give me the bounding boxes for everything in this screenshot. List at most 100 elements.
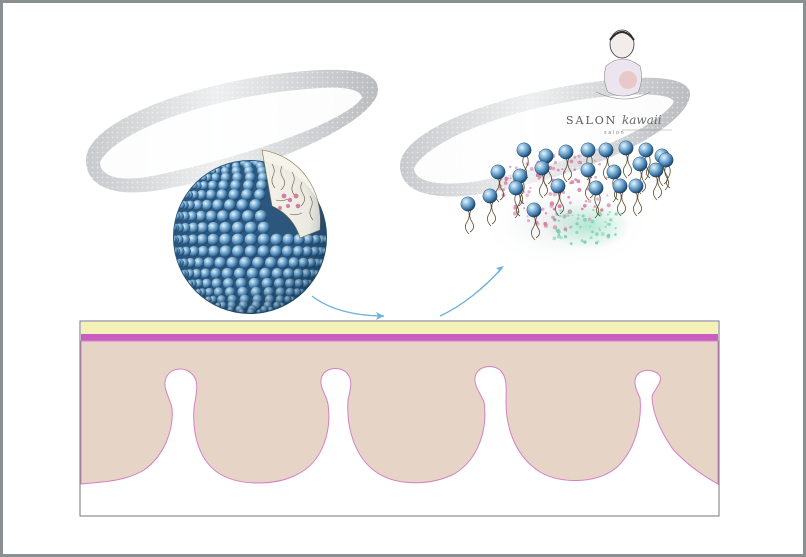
cargo-speck <box>569 159 574 164</box>
release-speck <box>591 230 594 234</box>
release-speck <box>556 229 561 234</box>
cargo-speck <box>556 168 560 172</box>
release-speck <box>620 212 623 216</box>
cargo-speck <box>587 217 592 222</box>
left-ring-band <box>86 69 378 193</box>
cargo-speck <box>523 207 526 210</box>
cargo-speck <box>527 190 531 194</box>
cargo-speck <box>551 166 556 171</box>
phospholipid <box>638 142 654 181</box>
phospholipid <box>482 188 498 227</box>
release-speck <box>607 213 609 216</box>
cargo-speck <box>593 205 597 208</box>
phospholipid <box>508 180 524 219</box>
logo-sub: s a l o n <box>604 130 624 136</box>
logo-script: kawaii <box>622 113 662 127</box>
release-speck <box>588 225 592 228</box>
arrow-to-skin <box>311 295 385 317</box>
release-speck <box>580 239 584 243</box>
intact-liposome <box>173 149 327 314</box>
cargo-speck <box>544 212 548 215</box>
cargo-speck <box>509 165 512 168</box>
release-speck <box>582 217 587 222</box>
phospholipid <box>512 168 528 207</box>
cargo-speck <box>527 219 531 223</box>
cargo-speck <box>594 175 598 179</box>
release-speck <box>558 208 563 213</box>
cargo-speck <box>529 166 534 171</box>
phospholipid <box>628 178 644 217</box>
phospholipid <box>588 180 604 219</box>
release-speck <box>609 218 613 222</box>
cargo-speck <box>586 188 590 191</box>
arrow-to-release <box>439 267 503 317</box>
phospholipid <box>516 142 532 181</box>
cargo-speck <box>570 180 575 185</box>
release-speck <box>600 232 605 236</box>
release-speck <box>565 230 568 233</box>
arrow-to-skin-head <box>376 312 384 320</box>
cargo-speck <box>552 225 558 230</box>
release-speck <box>565 213 570 217</box>
release-speck <box>575 222 579 226</box>
cargo-speck <box>596 197 600 201</box>
skin-cross-section <box>79 320 720 517</box>
cargo-speck <box>548 192 553 196</box>
release-speck <box>597 240 600 243</box>
cargo-speck <box>553 160 558 165</box>
cargo-speck <box>514 166 518 170</box>
cargo-speck <box>557 204 562 209</box>
release-speck <box>599 229 601 232</box>
release-speck <box>614 233 617 236</box>
logo-brand: SALON <box>566 114 617 127</box>
release-speck <box>614 227 617 230</box>
release-speck <box>556 234 561 239</box>
release-speck <box>564 234 566 237</box>
cargo-speck <box>577 187 582 193</box>
phospholipid <box>612 178 628 217</box>
barrier-layer <box>81 334 718 341</box>
cargo-speck <box>577 160 581 165</box>
release-speck <box>552 216 556 219</box>
phospholipid <box>648 162 664 201</box>
free-phospholipids <box>460 140 674 241</box>
cargo-speck <box>606 194 609 197</box>
cargo-speck <box>582 203 587 208</box>
release-speck <box>608 222 612 226</box>
release-speck <box>583 240 587 244</box>
cargo-speck <box>549 204 554 209</box>
cargo-speck <box>593 159 597 163</box>
phospholipid <box>618 140 634 179</box>
release-speck <box>568 210 573 214</box>
arrow-to-release-head <box>496 266 504 274</box>
phospholipid <box>558 144 574 183</box>
cargo-speck <box>588 199 592 203</box>
cargo-speck <box>552 207 556 211</box>
cargo-speck <box>567 195 571 199</box>
phospholipid <box>490 164 506 203</box>
release-speck <box>552 236 557 241</box>
cargo-speck <box>581 207 584 211</box>
release-speck <box>608 211 612 214</box>
release-speck <box>606 234 610 238</box>
release-speck <box>594 241 599 245</box>
release-speck <box>557 219 560 222</box>
cargo-speck <box>541 207 545 211</box>
logo-figure-icon <box>595 29 651 100</box>
cargo-speck <box>573 168 576 172</box>
surface-layer <box>81 322 718 334</box>
cargo-speck <box>525 193 529 197</box>
release-speck <box>558 214 562 218</box>
release-speck <box>578 225 582 229</box>
cargo-speck <box>573 156 576 160</box>
cargo-speck <box>529 186 532 189</box>
release-speck <box>575 230 579 234</box>
phospholipid <box>550 178 566 217</box>
release-speck <box>604 220 607 224</box>
release-speck <box>614 212 618 216</box>
phospholipid <box>658 152 674 191</box>
cargo-speck <box>605 176 608 179</box>
release-speck <box>571 214 574 217</box>
release-speck <box>589 236 593 240</box>
